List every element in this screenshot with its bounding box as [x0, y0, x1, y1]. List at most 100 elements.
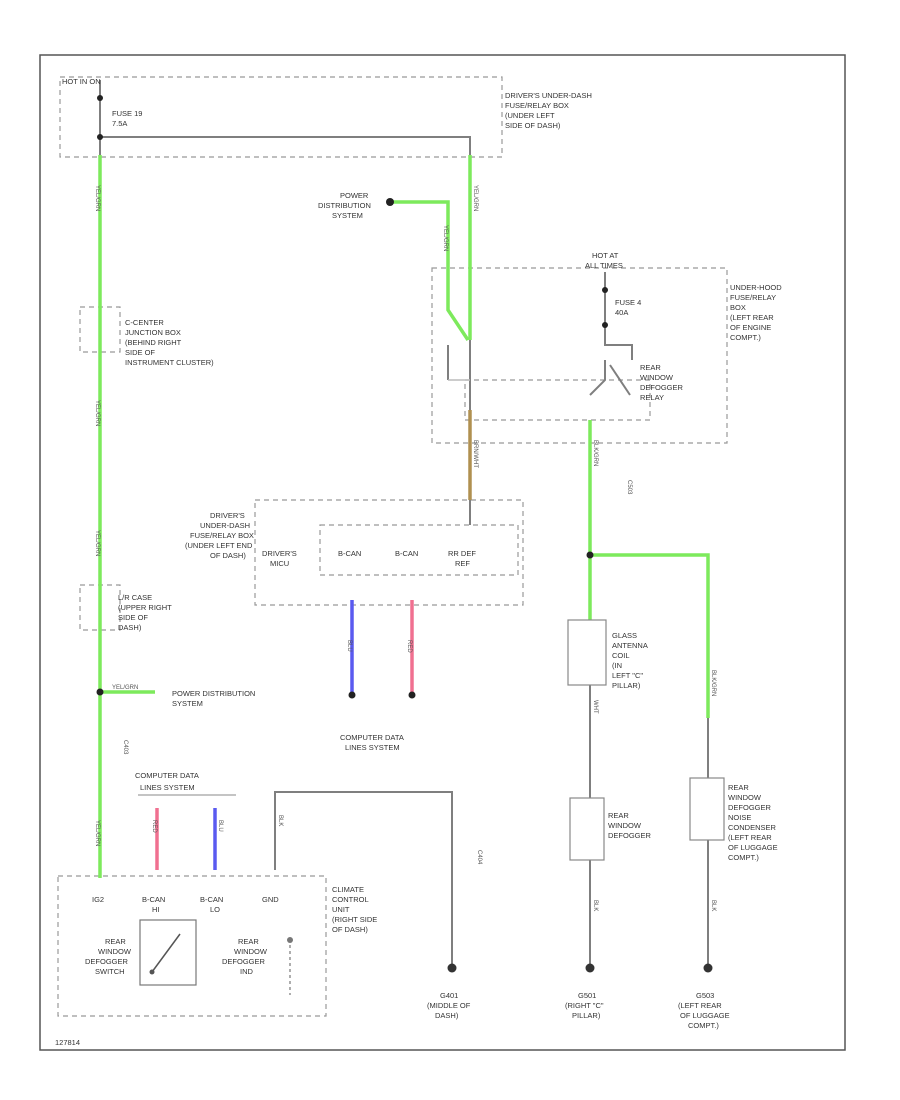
label-fuse19-amp: 7.5A — [112, 119, 127, 128]
pds-top-line2: DISTRIBUTION — [318, 201, 371, 210]
switch-line1: REAR — [105, 937, 126, 946]
node-red-mid — [408, 691, 416, 699]
underdash-box-line3: (UNDER LEFT — [505, 111, 555, 120]
wirelabel-pds: YEL/GRN — [442, 225, 448, 251]
cond-line2: WINDOW — [728, 793, 762, 802]
coil-line6: PILLAR) — [612, 681, 641, 690]
label-climate-box: CLIMATE CONTROL UNIT (RIGHT SIDE OF DASH… — [332, 885, 377, 934]
cond-line4: NOISE — [728, 813, 751, 822]
switch-blade — [151, 933, 181, 973]
wirelabel-red-left: RED — [151, 820, 157, 833]
label-cdls-mid-1: COMPUTER DATA — [340, 733, 404, 742]
label-hot-in-on: HOT IN ON — [62, 77, 101, 86]
label-ig2: IG2 — [92, 895, 104, 904]
label-gnd: GND — [262, 895, 279, 904]
coil-line2: ANTENNA — [612, 641, 648, 650]
cond-line6: (LEFT REAR — [728, 833, 772, 842]
underhood-line5: OF ENGINE — [730, 323, 771, 332]
label-bcan-lo-2: LO — [210, 905, 220, 914]
diagram-frame — [39, 54, 846, 1051]
cj-line5: INSTRUMENT CLUSTER) — [125, 358, 214, 367]
mcu-fusebox-outline — [254, 499, 524, 606]
wirelabel-left-bottom: YEL/GRN — [94, 820, 100, 846]
label-hot-at: HOT AT — [592, 251, 619, 260]
label-relay: REAR WINDOW DEFOGGER RELAY — [640, 363, 684, 402]
wirelabel-gnd: BLK — [277, 815, 283, 826]
node-fuse19 — [97, 134, 103, 140]
node-hot-at — [602, 287, 608, 293]
climate-line2: CONTROL — [332, 895, 369, 904]
noise-condenser-box — [689, 777, 725, 841]
g503-line4: COMPT.) — [688, 1021, 719, 1030]
wirelabel-relay-out: BRN/WHT — [472, 440, 478, 468]
label-pds-left-2: SYSTEM — [172, 699, 203, 708]
g401-line2: (MIDDLE OF — [427, 1001, 471, 1010]
label-bcan2: B-CAN — [395, 549, 418, 558]
lr-case-line4: DASH) — [118, 623, 142, 632]
underhood-fusebox-outline — [431, 267, 728, 444]
wirelabel-red-mid: RED — [406, 640, 412, 653]
ground-g401-icon — [447, 963, 457, 973]
wire-fuse4 — [604, 272, 633, 360]
g501-line3: PILLAR) — [572, 1011, 601, 1020]
label-glass-coil: GLASS ANTENNA COIL (IN LEFT "C" PILLAR) — [612, 631, 648, 690]
ind-line1: REAR — [238, 937, 259, 946]
coil-line3: COIL — [612, 651, 630, 660]
label-bcan-hi-2: HI — [152, 905, 160, 914]
label-switch: REAR WINDOW DEFOGGER SWITCH — [85, 937, 132, 976]
g503-line2: (LEFT REAR — [678, 1001, 722, 1010]
wirelabel-c-code3: C404 — [476, 850, 482, 865]
label-bcan-lo-1: B-CAN — [200, 895, 223, 904]
label-noise-condenser: REAR WINDOW DEFOGGER NOISE CONDENSER (LE… — [728, 783, 778, 862]
g501-line2: (RIGHT "C" — [565, 1001, 604, 1010]
label-pds-top: POWER DISTRIBUTION SYSTEM — [318, 191, 371, 220]
indicator-led-icon — [287, 937, 293, 943]
mcu-inner-outline — [319, 524, 519, 576]
cj-line2: JUNCTION BOX — [125, 328, 181, 337]
g501-line1: G501 — [578, 991, 596, 1000]
label-underhood-box: UNDER-HOOD FUSE/RELAY BOX (LEFT REAR OF … — [730, 283, 782, 342]
underdash-box-line1: DRIVER'S UNDER-DASH — [505, 91, 592, 100]
wire-pds-top — [390, 200, 470, 341]
rear-window-defogger-box — [569, 797, 605, 861]
node-left-branch — [96, 688, 104, 696]
label-fuse4-name: FUSE 4 — [615, 298, 641, 307]
mcu-box-line2: UNDER-DASH — [200, 521, 250, 530]
coil-line5: LEFT "C" — [612, 671, 643, 680]
climate-line1: CLIMATE — [332, 885, 364, 894]
wirelabel-cond-feed: BLK/GRN — [710, 670, 716, 696]
climate-line5: OF DASH) — [332, 925, 368, 934]
underhood-line3: BOX — [730, 303, 746, 312]
label-center-junction: C-CENTER JUNCTION BOX (BEHIND RIGHT SIDE… — [125, 318, 214, 367]
cj-line3: (BEHIND RIGHT — [125, 338, 182, 347]
wirelabel-left-mid: YEL/GRN — [94, 400, 100, 426]
wirelabel-left-top: YEL/GRN — [94, 185, 100, 211]
wirelabel-c-code1: C403 — [122, 740, 128, 755]
wirelabel-blue-mid: BLU — [346, 640, 352, 652]
glass-antenna-coil-box — [567, 619, 607, 686]
ind-line3: DEFOGGER — [222, 957, 266, 966]
defogger-switch-box — [139, 919, 197, 986]
lr-case-line2: (UPPER RIGHT — [118, 603, 172, 612]
relay-line2: WINDOW — [640, 373, 674, 382]
g503-line3: OF LUGGAGE — [680, 1011, 730, 1020]
label-fuse4-amp: 40A — [615, 308, 628, 317]
defog-line3: DEFOGGER — [608, 831, 652, 840]
green-wires — [98, 155, 710, 878]
ind-line4: IND — [240, 967, 254, 976]
pds-top-line3: SYSTEM — [332, 211, 363, 220]
cond-line7: OF LUGGAGE — [728, 843, 778, 852]
label-g401: G401 (MIDDLE OF DASH) — [427, 991, 471, 1020]
wirelabel-blue-left: BLU — [217, 820, 223, 832]
underdash-box-line4: SIDE OF DASH) — [505, 121, 561, 130]
g503-line1: G503 — [696, 991, 714, 1000]
label-cdls-mid-2: LINES SYSTEM — [345, 743, 400, 752]
label-g501: G501 (RIGHT "C" PILLAR) — [565, 991, 604, 1020]
label-rrdef-2: REF — [455, 559, 470, 568]
switch-pivot — [149, 969, 155, 975]
climate-line3: UNIT — [332, 905, 350, 914]
label-mcu-2: MICU — [270, 559, 289, 568]
label-g503: G503 (LEFT REAR OF LUGGAGE COMPT.) — [678, 991, 730, 1030]
label-bcan-hi-1: B-CAN — [142, 895, 165, 904]
label-rrdef-1: RR DEF — [448, 549, 476, 558]
